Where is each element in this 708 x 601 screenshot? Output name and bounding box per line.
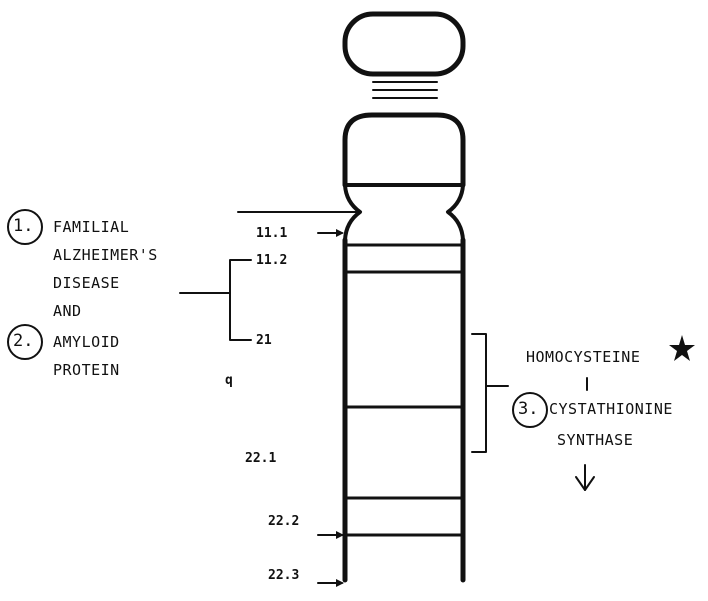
right-bracket	[472, 334, 486, 452]
enzyme-label-line-1: CYSTATHIONINE	[549, 402, 673, 417]
band-label-11-2: 11.2	[256, 254, 287, 267]
left-text-line-3: DISEASE	[53, 276, 120, 291]
band-label-22-2: 22.2	[268, 515, 299, 528]
left-text-line-1: FAMILIAL	[53, 220, 129, 235]
marker-3-label: 3.	[518, 401, 538, 418]
star-icon	[669, 335, 695, 361]
marker-2-label: 2.	[13, 333, 33, 350]
centromere-right	[448, 185, 463, 240]
homocysteine-label: HOMOCYSTEINE	[526, 350, 640, 365]
left-bracket	[230, 260, 251, 340]
band-label-22-1: 22.1	[245, 452, 276, 465]
arrowhead-11-1	[336, 229, 344, 237]
band-label-22-3: 22.3	[268, 569, 299, 582]
enzyme-label-line-2: SYNTHASE	[557, 433, 633, 448]
band-label-11-1: 11.1	[256, 227, 287, 240]
arm-label-q: q	[225, 374, 233, 387]
marker-1-label: 1.	[13, 218, 33, 235]
chromosome-p-satellite	[345, 14, 463, 74]
band-label-21: 21	[256, 334, 272, 347]
chromosome-p-arm	[345, 115, 463, 185]
left-text-line-4: AND	[53, 304, 82, 319]
left-text-line-6: PROTEIN	[53, 363, 120, 378]
left-text-line-2: ALZHEIMER'S	[53, 248, 158, 263]
left-text-line-5: AMYLOID	[53, 335, 120, 350]
chromosome-q-arm	[345, 240, 463, 580]
